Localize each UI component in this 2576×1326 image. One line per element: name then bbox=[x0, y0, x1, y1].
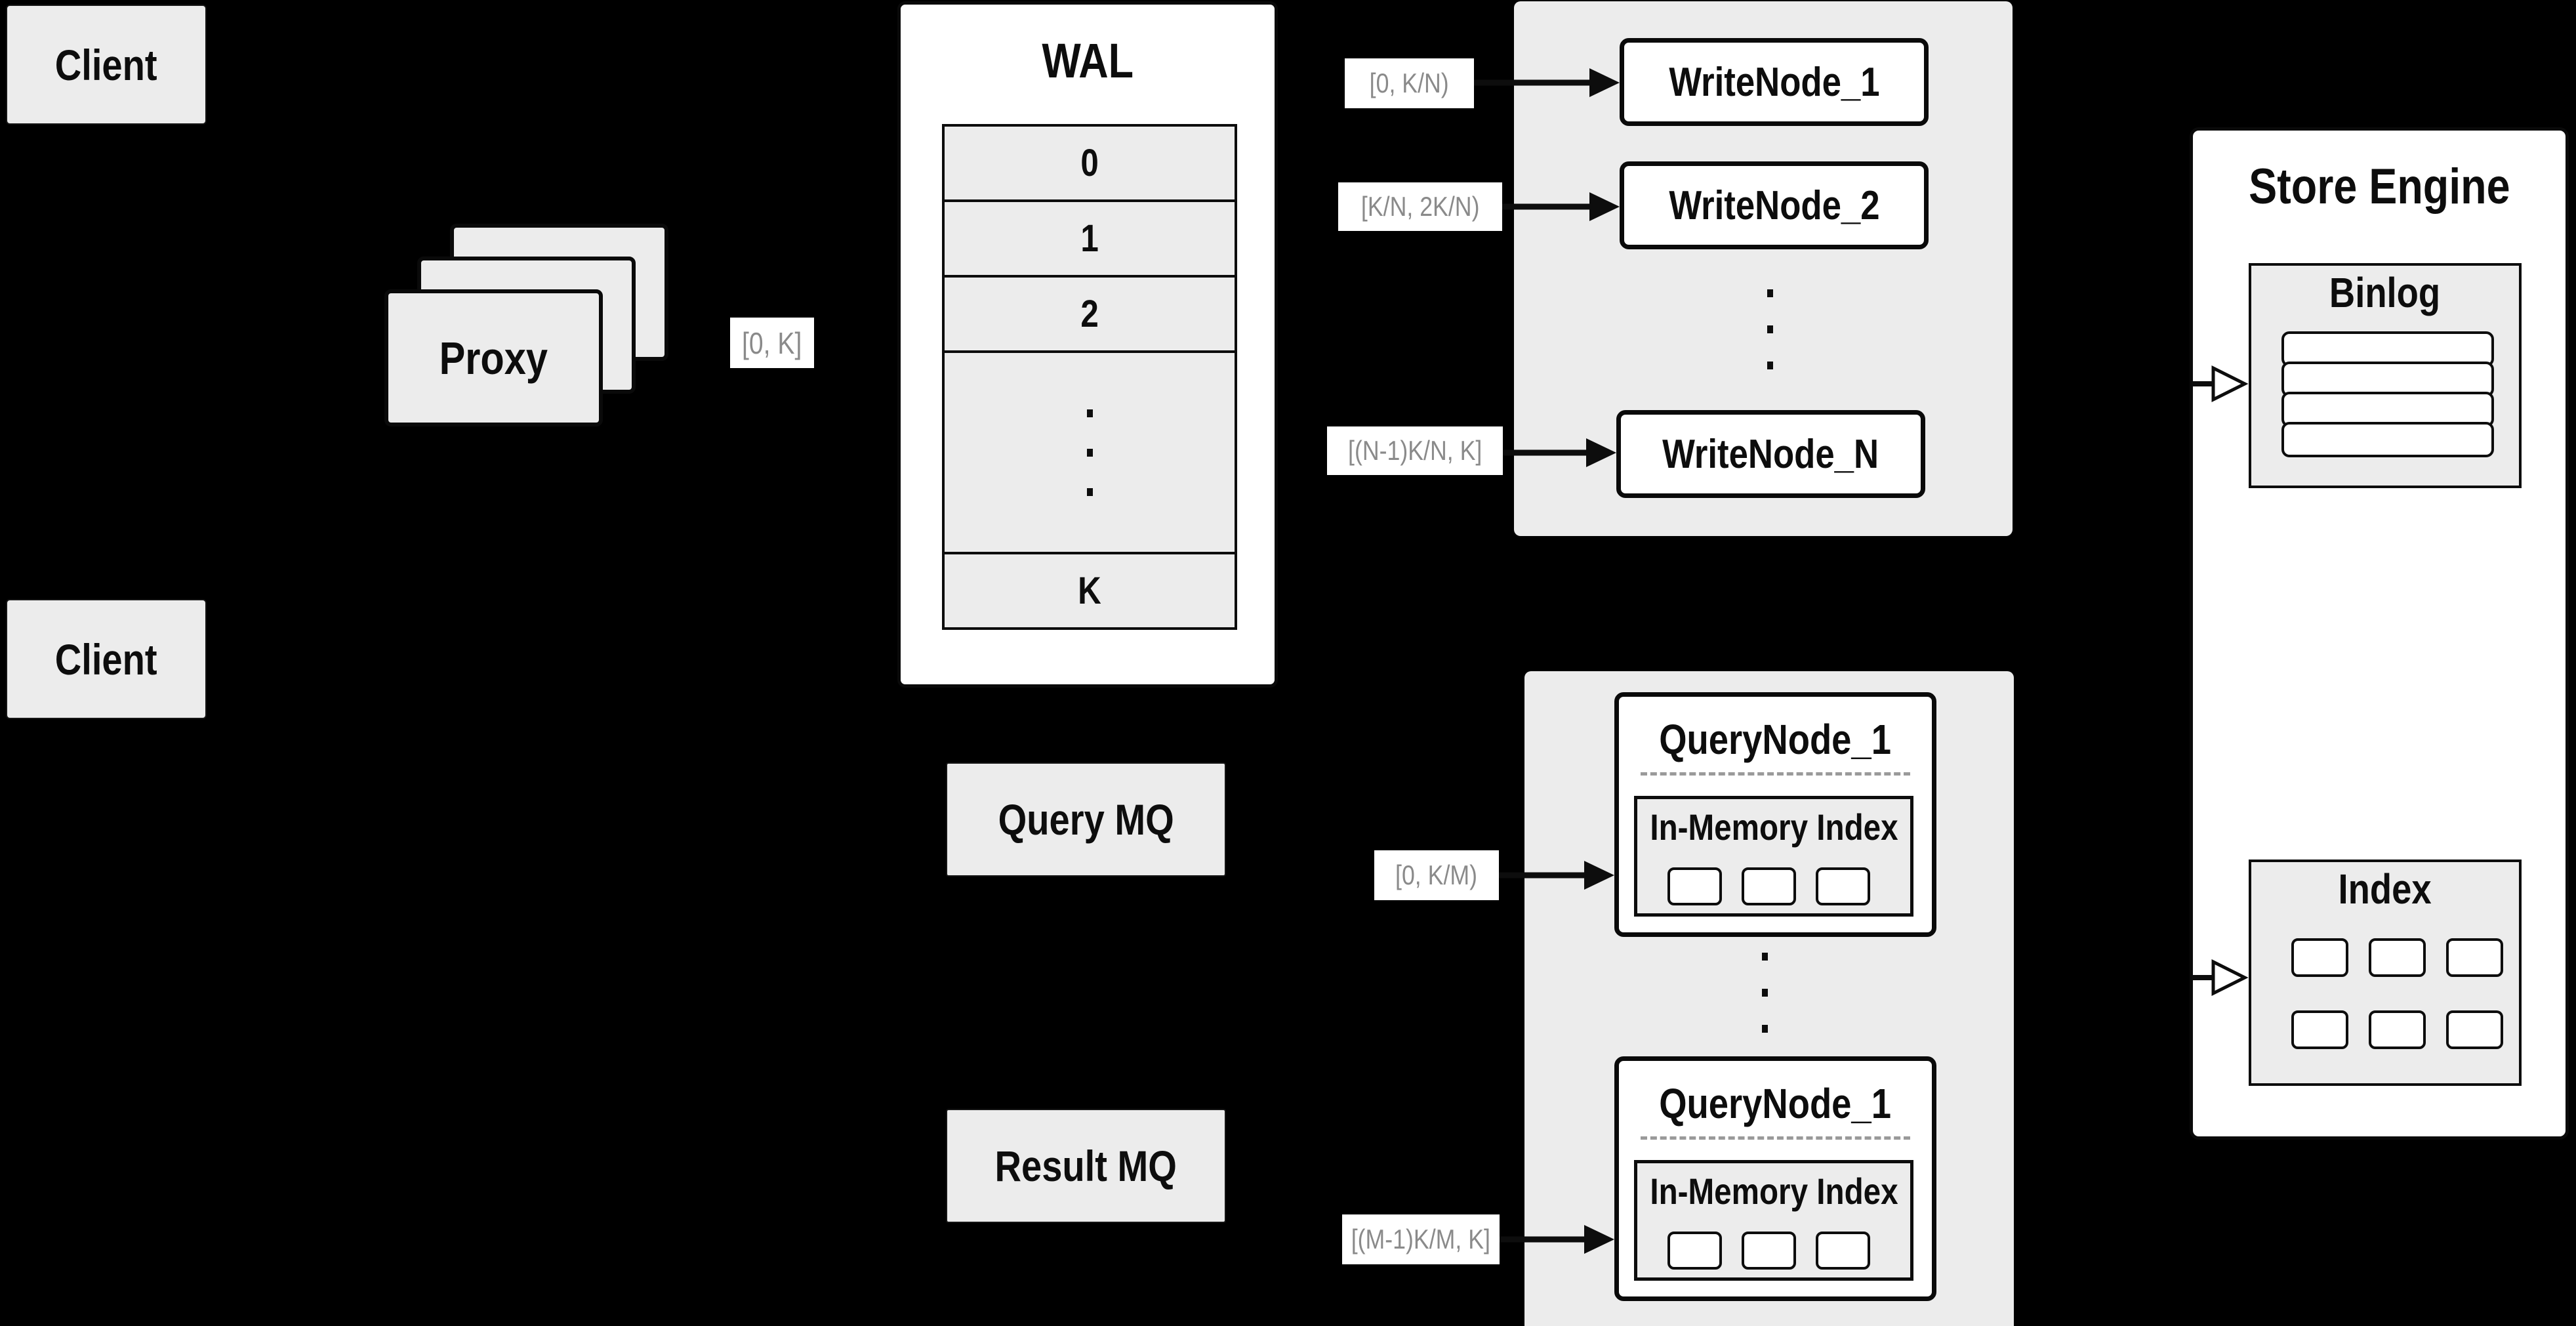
ellipsis-dot bbox=[1761, 953, 1768, 961]
binlog-box: Binlog bbox=[2249, 263, 2522, 488]
index-segment bbox=[1742, 1232, 1796, 1270]
store-engine-box: Store Engine Binlog Index bbox=[2190, 127, 2569, 1140]
index-segment bbox=[1742, 867, 1796, 905]
in-memory-index-2: In-Memory Index bbox=[1634, 1160, 1913, 1281]
index-segment bbox=[1667, 1232, 1722, 1270]
index-cell bbox=[2446, 1010, 2503, 1049]
index-segment bbox=[1816, 867, 1870, 905]
client-box-top: Client bbox=[6, 5, 207, 125]
client-top-label: Client bbox=[55, 40, 157, 89]
range-label-writenode-n: [(N-1)K/N, K] bbox=[1327, 426, 1503, 475]
querynode-2-divider bbox=[1641, 1136, 1910, 1140]
querynode-1-box: QueryNode_1 In-Memory Index bbox=[1614, 692, 1936, 937]
writenode-ellipsis bbox=[1737, 277, 1803, 382]
binlog-title: Binlog bbox=[2329, 269, 2441, 316]
range-label-writenode-2: [K/N, 2K/N) bbox=[1338, 182, 1502, 231]
client-bottom-label: Client bbox=[55, 634, 157, 684]
index-title: Index bbox=[2338, 865, 2432, 913]
index-segment bbox=[1667, 867, 1722, 905]
client-box-bottom: Client bbox=[6, 599, 207, 719]
range-label-querynode-1: [0, K/M) bbox=[1374, 850, 1499, 900]
ellipsis-dot bbox=[1767, 325, 1773, 333]
query-mq-box: Query MQ bbox=[946, 762, 1226, 877]
writenode-2-box: WriteNode_2 bbox=[1620, 161, 1929, 249]
range-label-writenode-1: [0, K/N) bbox=[1345, 58, 1474, 108]
ellipsis-dot bbox=[1767, 289, 1773, 297]
result-mq-box: Result MQ bbox=[946, 1109, 1226, 1223]
wal-row-ellipsis bbox=[942, 350, 1237, 554]
querynode-2-title: QueryNode_1 bbox=[1659, 1080, 1892, 1127]
binlog-row bbox=[2281, 422, 2494, 457]
index-cell bbox=[2446, 938, 2503, 977]
writenode-n-box: WriteNode_N bbox=[1616, 410, 1925, 498]
ellipsis-dot bbox=[1761, 1025, 1768, 1033]
index-segment bbox=[1816, 1232, 1870, 1270]
proxy-label: Proxy bbox=[439, 332, 548, 384]
in-memory-index-1: In-Memory Index bbox=[1634, 796, 1913, 917]
wal-title-wrap: WAL bbox=[901, 31, 1275, 90]
proxy-box: Proxy bbox=[384, 289, 603, 426]
range-label-proxy-to-wal: [0, K] bbox=[730, 318, 814, 368]
querynode-ellipsis bbox=[1732, 947, 1797, 1039]
index-cell bbox=[2291, 938, 2348, 977]
ellipsis-dot bbox=[1086, 487, 1093, 496]
index-cell bbox=[2369, 938, 2426, 977]
writenode-group: WriteNode_1 WriteNode_2 WriteNode_N bbox=[1514, 1, 2013, 536]
querynode-2-box: QueryNode_1 In-Memory Index bbox=[1614, 1056, 1936, 1301]
ellipsis-dot bbox=[1086, 448, 1093, 457]
wal-title: WAL bbox=[1042, 33, 1134, 88]
querynode-group: QueryNode_1 In-Memory Index QueryNode_1 bbox=[1524, 671, 2014, 1326]
querynode-1-title: QueryNode_1 bbox=[1659, 716, 1892, 763]
wal-row-2: 2 bbox=[942, 275, 1237, 353]
writenode-1-box: WriteNode_1 bbox=[1620, 38, 1929, 126]
querynode-1-divider bbox=[1641, 772, 1910, 776]
wal-box: WAL 0 1 2 K bbox=[897, 1, 1278, 688]
ellipsis-dot bbox=[1086, 409, 1093, 417]
ellipsis-dot bbox=[1761, 989, 1768, 997]
range-label-querynode-2: [(M-1)K/M, K] bbox=[1342, 1214, 1500, 1264]
wal-row-0: 0 bbox=[942, 124, 1237, 202]
index-cell bbox=[2369, 1010, 2426, 1049]
index-box: Index bbox=[2249, 860, 2522, 1086]
store-engine-title: Store Engine bbox=[2248, 158, 2510, 215]
ellipsis-dot bbox=[1767, 362, 1773, 369]
index-cell bbox=[2291, 1010, 2348, 1049]
wal-row-1: 1 bbox=[942, 199, 1237, 278]
wal-row-k: K bbox=[942, 552, 1237, 630]
